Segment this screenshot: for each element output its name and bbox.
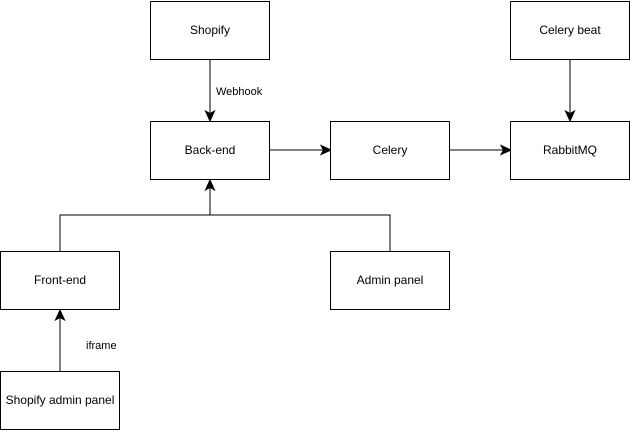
node-box[interactable] [0,371,120,430]
node-shopify[interactable]: Shopify [150,1,270,60]
edge-shopify-to-back-end [204,60,216,123]
node-box[interactable] [510,121,630,180]
node-box[interactable] [0,251,120,310]
node-admin-panel[interactable]: Admin panel [330,251,450,310]
arrowhead-icon [204,178,216,192]
arrowhead-icon [319,144,333,156]
edge-junction-riser [204,178,216,215]
node-label: Celery beat [539,23,601,37]
node-box[interactable] [150,121,270,180]
node-box[interactable] [330,251,450,310]
edge-label-iframe: iframe [86,340,117,352]
arrowhead-icon [499,144,513,156]
edge-shopify-admin-panel-to-front-end [54,308,66,371]
node-label: Back-end [185,143,236,157]
node-box[interactable] [150,1,270,60]
node-label: Front-end [34,273,86,287]
node-celery[interactable]: Celery [330,121,450,180]
node-front-end[interactable]: Front-end [0,251,120,310]
arrowhead-icon [204,109,216,123]
node-rabbitmq[interactable]: RabbitMQ [510,121,630,180]
edge-label-webhook: Webhook [216,86,263,98]
edge-celery-beat-to-rabbitmq [564,60,576,123]
arrowhead-icon [564,109,576,123]
node-box[interactable] [510,1,630,60]
node-label: RabbitMQ [543,143,597,157]
node-shopify-admin-panel[interactable]: Shopify admin panel [0,371,120,430]
node-label: Admin panel [357,273,424,287]
edge-celery-to-rabbitmq [450,144,513,156]
edge-line [59,214,210,251]
edge-line [210,214,391,251]
node-label: Shopify [190,23,230,37]
node-label: Celery [373,143,408,157]
arrowhead-icon [54,308,66,322]
node-box[interactable] [330,121,450,180]
edge-admin-panel-to-back-end [210,214,391,251]
node-back-end[interactable]: Back-end [150,121,270,180]
edge-back-end-to-celery [270,144,333,156]
edge-front-end-to-back-end [59,214,210,251]
node-celery-beat[interactable]: Celery beat [510,1,630,60]
node-label: Shopify admin panel [6,393,115,407]
